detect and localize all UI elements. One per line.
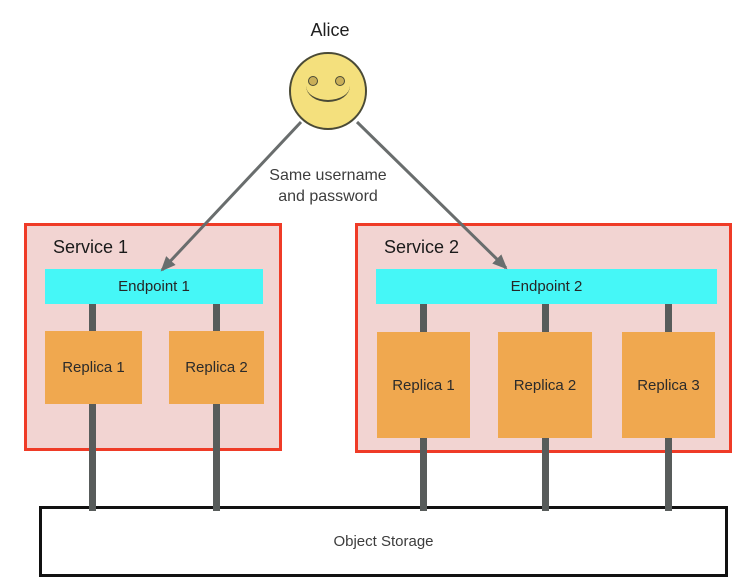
endpoint-1-bar: Endpoint 1 — [45, 269, 263, 304]
annotation-text: Same username and password — [228, 165, 428, 207]
service-2-title: Service 2 — [384, 237, 460, 257]
replica-label: Replica 3 — [637, 376, 700, 394]
replica-label: Replica 2 — [513, 376, 577, 394]
smiley-face-icon — [289, 52, 367, 130]
service-2-replica-1: Replica 1 — [377, 332, 470, 438]
annotation-line-1: Same username — [269, 167, 387, 184]
service-1-title: Service 1 — [53, 237, 129, 257]
service-1-replica-1: Replica 1 — [45, 331, 142, 404]
connector-line — [89, 303, 96, 511]
object-storage-box: Object Storage — [39, 506, 728, 577]
service-2-replica-3: Replica 3 — [622, 332, 715, 438]
actor-label: Alice — [310, 20, 350, 40]
endpoint-1-label: Endpoint 1 — [118, 278, 190, 295]
endpoint-2-label: Endpoint 2 — [510, 278, 583, 295]
endpoint-2-bar: Endpoint 2 — [376, 269, 717, 304]
replica-label: Replica 2 — [185, 359, 248, 376]
service-1-replica-2: Replica 2 — [169, 331, 264, 404]
replica-label: Replica 1 — [62, 359, 125, 376]
replica-label: Replica 1 — [392, 376, 455, 394]
service-2-replica-2: Replica 2 — [498, 332, 592, 438]
annotation-line-2: and password — [278, 188, 378, 205]
smiley-mouth — [306, 82, 350, 102]
object-storage-label: Object Storage — [333, 533, 434, 550]
connector-line — [213, 303, 220, 511]
